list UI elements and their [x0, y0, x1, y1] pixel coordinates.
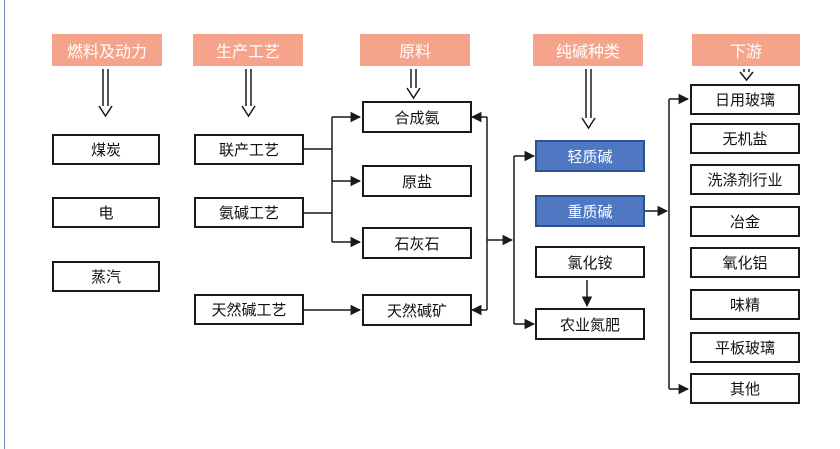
- node-steam: 蒸汽: [52, 261, 160, 292]
- node-nitrogen-fertilizer: 农业氮肥: [535, 308, 645, 340]
- double-arrow-raw: [406, 69, 421, 100]
- node-coal: 煤炭: [52, 134, 160, 165]
- node-alumina: 氧化铝: [690, 247, 800, 278]
- node-daily-glass: 日用玻璃: [690, 84, 800, 115]
- double-arrow-types: [581, 69, 596, 130]
- node-limestone: 石灰石: [362, 227, 472, 259]
- node-detergent: 洗涤剂行业: [690, 164, 800, 195]
- node-natural-soda-process: 天然碱工艺: [194, 294, 304, 325]
- header-soda-types: 纯碱种类: [533, 34, 643, 66]
- double-arrow-fuel: [98, 69, 113, 118]
- node-trona-ore: 天然碱矿: [362, 294, 472, 326]
- node-electricity: 电: [52, 197, 160, 228]
- header-production-process: 生产工艺: [193, 34, 303, 66]
- node-ammonium-chloride: 氯化铵: [535, 246, 645, 278]
- node-flat-glass: 平板玻璃: [690, 332, 800, 363]
- node-inorganic-salt: 无机盐: [690, 123, 800, 154]
- node-metallurgy: 冶金: [690, 206, 800, 237]
- node-msg: 味精: [690, 289, 800, 320]
- left-frame-line: [4, 0, 5, 449]
- node-other: 其他: [690, 373, 800, 404]
- double-arrow-downstream: [739, 69, 754, 82]
- header-downstream: 下游: [692, 34, 800, 66]
- node-ammonia-soda-process: 氨碱工艺: [194, 197, 304, 228]
- node-synthetic-ammonia: 合成氨: [362, 101, 472, 133]
- node-crude-salt: 原盐: [362, 165, 472, 197]
- header-raw-materials: 原料: [360, 34, 470, 66]
- node-joint-process: 联产工艺: [194, 134, 304, 165]
- header-fuel-power: 燃料及动力: [52, 34, 162, 66]
- node-light-soda: 轻质碱: [535, 140, 645, 172]
- node-dense-soda: 重质碱: [535, 195, 645, 227]
- double-arrow-process: [241, 69, 256, 118]
